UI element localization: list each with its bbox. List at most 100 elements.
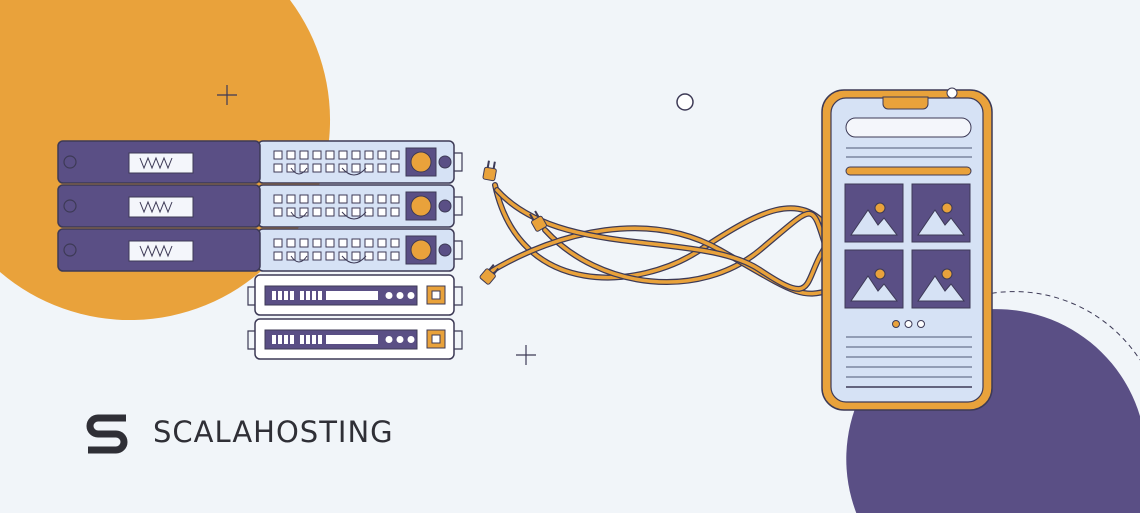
drive-slot — [318, 291, 322, 300]
sun-icon — [874, 202, 886, 214]
port — [351, 163, 361, 173]
port — [273, 207, 283, 217]
patch-cable — [290, 211, 367, 220]
server-unit — [57, 184, 463, 228]
port — [312, 238, 322, 248]
mountain-icon — [917, 275, 966, 302]
brand-name: SCALAHOSTING — [153, 415, 394, 449]
drive-slot — [300, 291, 304, 300]
port — [325, 238, 335, 248]
carousel-dot — [904, 320, 913, 328]
label-plate — [128, 240, 194, 262]
drive-slot — [290, 335, 294, 344]
image-tile — [844, 249, 904, 309]
highlight-bar — [845, 166, 972, 176]
drive-slot — [278, 291, 282, 300]
port — [364, 194, 374, 204]
drive-slot — [284, 291, 288, 300]
image-tile — [911, 183, 971, 243]
handle — [454, 240, 463, 260]
port — [325, 207, 335, 217]
drive-slot — [312, 335, 316, 344]
indicator-dot — [407, 336, 415, 343]
port — [312, 194, 322, 204]
port — [351, 251, 361, 261]
plug-icon — [482, 160, 497, 182]
drive-slot — [278, 335, 282, 344]
port — [299, 150, 309, 160]
port — [273, 150, 283, 160]
port — [390, 150, 400, 160]
sun-icon — [874, 268, 886, 280]
port — [390, 163, 400, 173]
zigzag-label — [139, 200, 173, 214]
port — [299, 194, 309, 204]
handle — [454, 152, 463, 172]
indicator-dot — [407, 292, 415, 299]
carousel-dot — [917, 320, 925, 328]
carousel-dot — [892, 320, 900, 328]
port — [364, 150, 374, 160]
port — [325, 163, 335, 173]
drive-slot — [300, 335, 304, 344]
cable — [495, 188, 832, 291]
server-unit-plain — [247, 274, 463, 316]
server-unit — [57, 140, 463, 184]
drive-slot — [290, 291, 294, 300]
port — [351, 150, 361, 160]
drive-slot — [272, 291, 276, 300]
phone-mockup — [821, 87, 993, 411]
drive-slot — [312, 291, 316, 300]
plug-body — [482, 166, 497, 182]
port — [312, 251, 322, 261]
cable-outline — [494, 187, 833, 292]
handle — [454, 196, 463, 216]
port — [364, 207, 374, 217]
drive-slot — [306, 335, 310, 344]
drive-slot — [306, 291, 310, 300]
port — [390, 251, 400, 261]
port — [286, 194, 296, 204]
port — [338, 251, 348, 261]
indicator-dot — [396, 336, 404, 343]
status-square-inner — [431, 334, 441, 344]
image-tile — [911, 249, 971, 309]
port — [325, 251, 335, 261]
sparkle-icon — [217, 85, 536, 365]
port — [377, 238, 387, 248]
port — [377, 194, 387, 204]
led — [438, 155, 452, 169]
cable — [543, 211, 832, 284]
port — [390, 207, 400, 217]
plug-pins — [529, 210, 540, 221]
server-rack — [57, 140, 463, 360]
port — [377, 207, 387, 217]
port — [377, 150, 387, 160]
server-unit-plain — [247, 318, 463, 360]
port — [273, 238, 283, 248]
zigzag-label — [139, 244, 173, 258]
port — [351, 194, 361, 204]
port — [286, 150, 296, 160]
port — [351, 207, 361, 217]
drive-slot — [318, 335, 322, 344]
display-strip — [326, 335, 378, 344]
power-cables — [479, 160, 833, 297]
port — [273, 194, 283, 204]
port — [312, 207, 322, 217]
led — [438, 243, 452, 257]
logo-icon — [86, 414, 128, 454]
power-socket-icon — [410, 195, 432, 217]
image-tile — [844, 183, 904, 243]
patch-cable — [290, 255, 367, 264]
plug-body — [531, 215, 547, 232]
port — [338, 194, 348, 204]
power-socket-icon — [410, 239, 432, 261]
sun-icon — [941, 268, 953, 280]
handles — [247, 286, 463, 306]
power-button-icon — [63, 155, 77, 169]
handles — [247, 330, 463, 350]
pin-icon — [946, 87, 958, 99]
port — [390, 194, 400, 204]
